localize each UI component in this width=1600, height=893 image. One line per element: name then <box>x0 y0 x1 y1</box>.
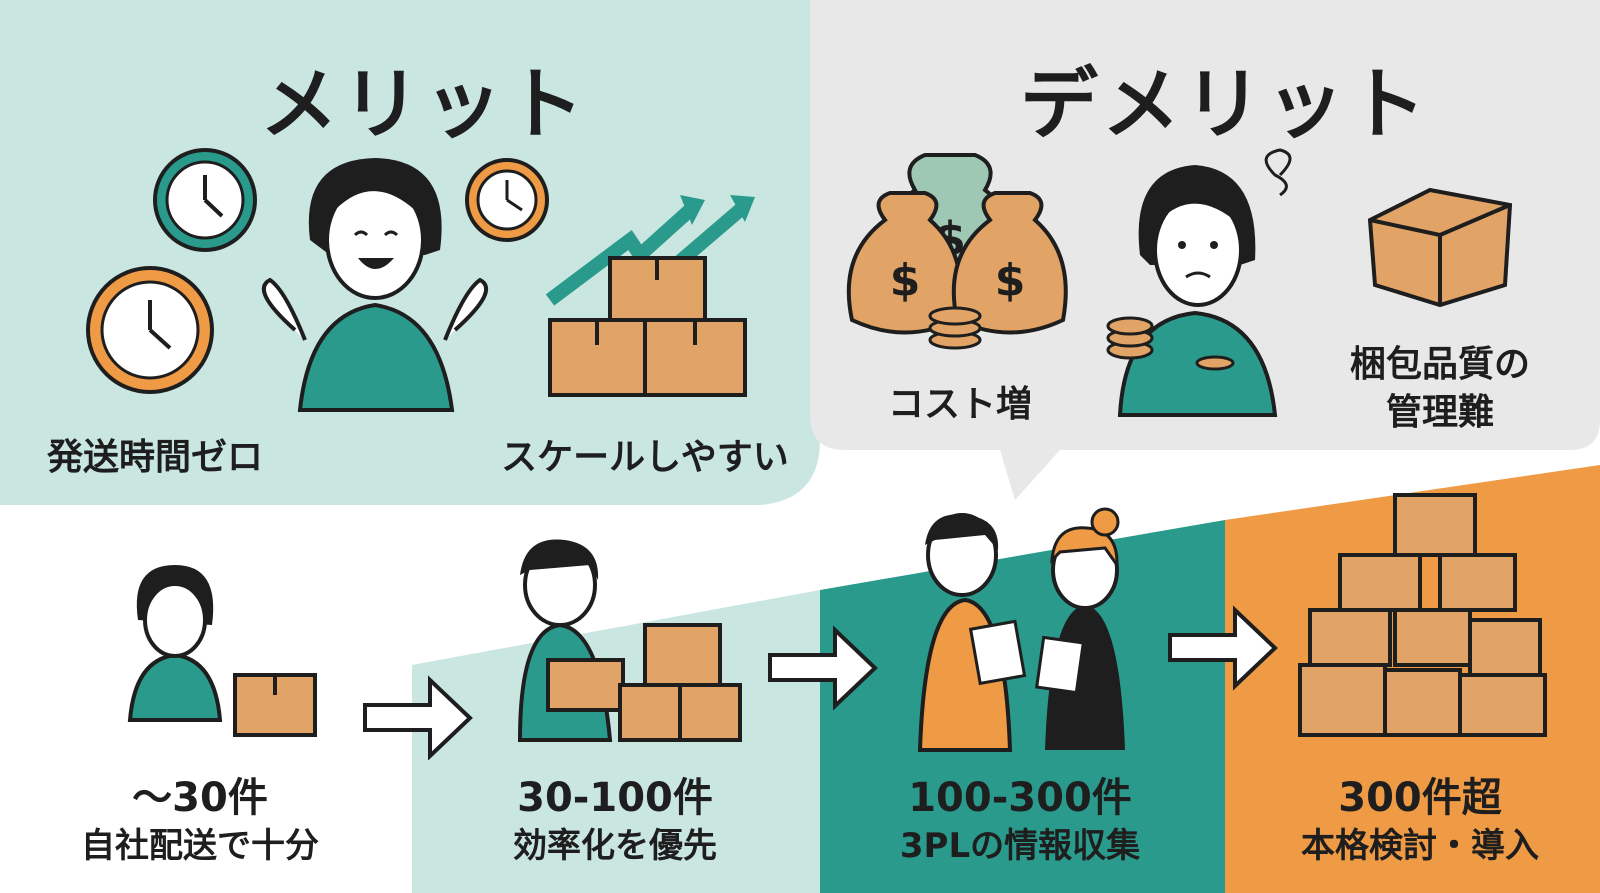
merit-item-label: スケールしやすい <box>501 437 789 478</box>
arrow-right-icon <box>768 625 878 711</box>
merit-illustration <box>86 148 755 412</box>
box-stack-icon <box>548 256 747 397</box>
stage-4-box-pyramid-icon <box>1298 493 1547 737</box>
stage-description: 3PLの情報収集 <box>899 826 1141 866</box>
stage-description: 本格検討・導入 <box>1301 826 1539 866</box>
worried-person-icon <box>1106 148 1292 417</box>
arrow-right-icon <box>363 675 473 760</box>
merit-item-label: 発送時間ゼロ <box>46 437 263 478</box>
stage-band-3 <box>820 520 1225 893</box>
stage-illustrations <box>127 493 1547 760</box>
clock-icon <box>465 158 549 242</box>
demerit-title: デメリット <box>1020 60 1431 150</box>
svg-text:$: $ <box>995 255 1026 306</box>
clock-icon <box>86 266 214 394</box>
stage-count: 300件超 <box>1338 775 1502 821</box>
stage-description: 自社配送で十分 <box>81 826 319 866</box>
money-bag-icon: $ <box>951 191 1068 335</box>
merit-title: メリット <box>260 60 589 150</box>
stage-1-person-icon <box>127 565 317 737</box>
demerit-item-label: 梱包品質の <box>1349 344 1530 385</box>
stage-2-person-icon <box>517 539 742 742</box>
svg-text:$: $ <box>890 255 921 306</box>
demerit-item-label: コスト増 <box>887 384 1032 425</box>
demerit-illustration: $ $ $ <box>846 148 1513 417</box>
clock-icon <box>153 148 257 252</box>
stage-count: 100-300件 <box>908 775 1132 821</box>
stage-description: 効率化を優先 <box>513 826 717 866</box>
damaged-box-icon <box>1367 187 1513 308</box>
arrow-right-icon <box>1168 605 1278 691</box>
stage-count: 30-100件 <box>517 775 713 821</box>
demerit-item-label: 管理難 <box>1385 392 1494 433</box>
happy-person-icon <box>261 158 489 412</box>
coin-stack-icon <box>928 306 982 350</box>
stage-3-people-icon <box>917 507 1125 752</box>
stage-count: 〜30件 <box>132 775 268 821</box>
